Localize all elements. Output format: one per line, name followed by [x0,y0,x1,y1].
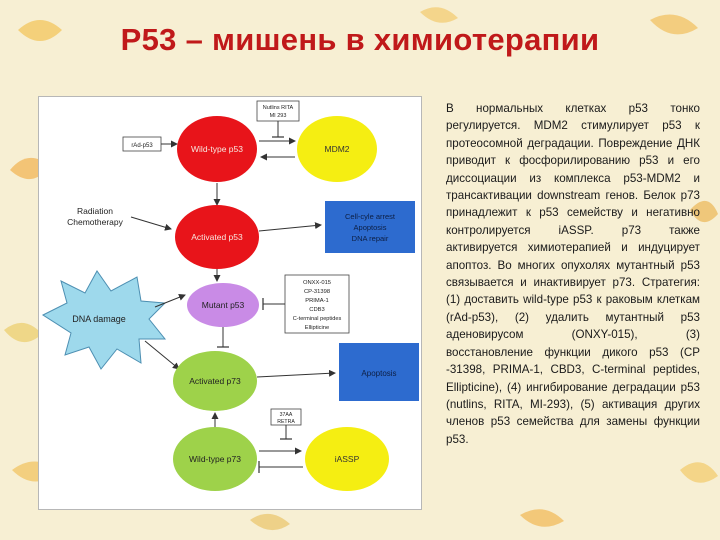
apoptosis-label: Apoptosis [361,369,396,378]
aa37-label: 37AA [280,412,293,418]
drug-prima1: PRIMA-1 [305,298,329,304]
mutant-p53-node [187,283,259,327]
retra-label: RETRA [277,419,295,425]
activated-p53-label: Activated p53 [191,232,243,242]
arrow-damage-to-mutant [154,293,186,308]
drug-cterminal-peptides: C-terminal peptides [293,316,342,322]
dna-repair-label: DNA repair [352,234,389,243]
wildtype-p53-label: Wild-type p53 [191,144,243,154]
iassp-label: iASSP [335,454,360,464]
radiation-label: Radiation [77,206,113,216]
drug-onxx015: ONXX-015 [303,280,331,286]
nutlins-label: Nutlins RITA [263,105,294,111]
arrow-damage-to-p73 [144,340,180,370]
activated-p73-node [173,351,257,411]
leaf-decoration [250,513,290,531]
iassp-node [305,427,389,491]
drug-cp31398: CP-31398 [304,289,330,295]
leaf-decoration [680,462,718,483]
wildtype-p73-node [173,427,257,491]
leaf-decoration [520,509,564,527]
drug-cdb3: CDB3 [309,307,324,313]
wildtype-p53-node [177,116,257,182]
mdm2-label: MDM2 [324,144,349,154]
mi293-label: MI 293 [270,113,287,119]
p53-pathway-diagram: DNA damage Radiation Chemotherapy rAd-p5… [38,96,422,510]
activated-p73-label: Activated p73 [189,376,241,386]
cellcycle-arrest-label: Cell-cyle arrest [345,212,396,221]
mutant-p53-label: Mutant p53 [202,300,245,310]
mdm2-node [297,116,377,182]
cellcycle-apoptosis-label: Apoptosis [354,223,387,232]
leaf-decoration [690,200,718,223]
arrow-radiation-to-activated-p53 [130,216,172,231]
chemotherapy-label: Chemotherapy [67,217,124,227]
dna-damage-star [41,270,167,370]
leaf-decoration [650,14,698,35]
apoptosis-box [339,343,419,401]
leaf-decoration [4,322,42,343]
leaf-decoration [18,20,62,41]
slide-title: P53 – мишень в химиотерапии [120,22,600,57]
drug-ellipticine: Ellipticine [305,325,330,331]
cellcycle-box [325,201,415,253]
arrow-p73-to-apoptosis [256,369,336,378]
wildtype-p73-label: Wild-type p73 [189,454,241,464]
drugs-box [284,274,350,334]
slide-body-text: В нормальных клетках p53 тонко регулируе… [446,102,700,446]
pathway-diagram-canvas: DNA damage Radiation Chemotherapy rAd-p5… [41,100,419,491]
dna-damage-label: DNA damage [72,314,126,324]
leaf-decoration [420,7,458,23]
activated-p53-node [175,205,259,269]
arrow-activated-to-cellcycle [258,222,322,232]
rad-p53-label: rAd-p53 [131,143,153,149]
